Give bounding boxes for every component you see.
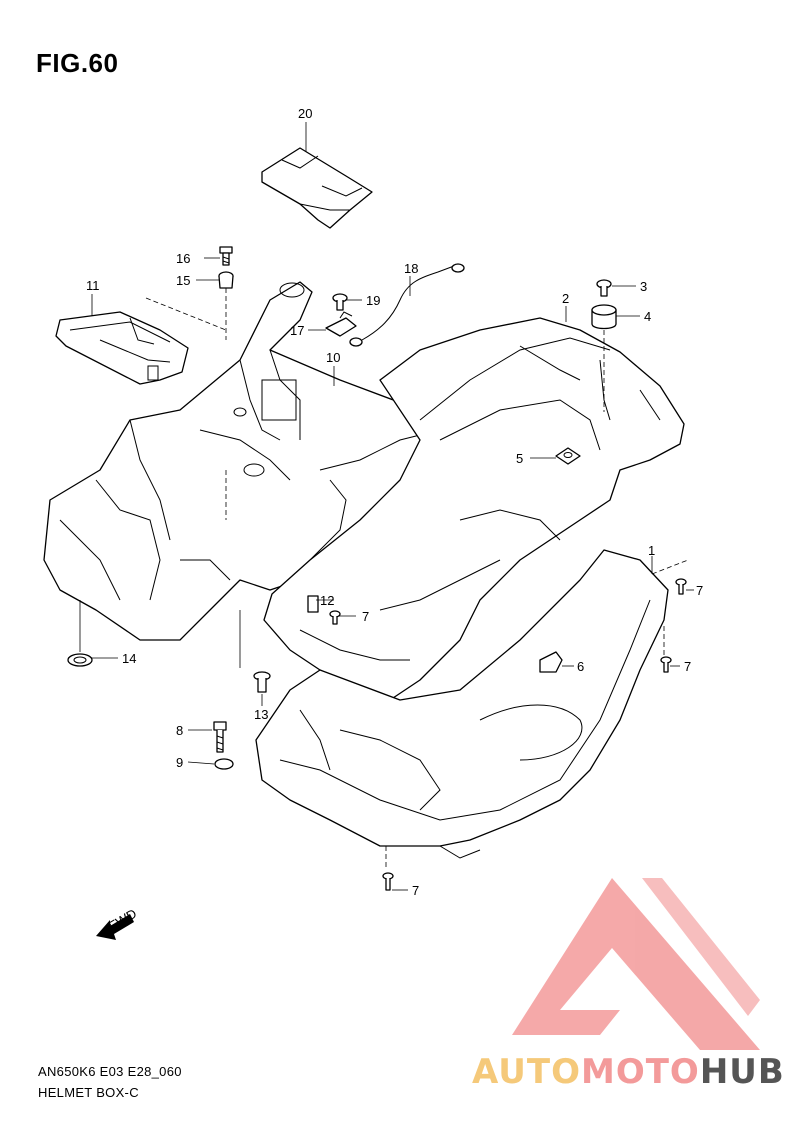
part-9-washer [214, 758, 234, 770]
part-13-bolt [253, 671, 271, 693]
callout-14: 14 [122, 651, 136, 666]
callout-4: 4 [644, 309, 651, 324]
callout-16: 16 [176, 251, 190, 266]
part-6-clip [539, 651, 563, 673]
callout-10: 10 [326, 350, 340, 365]
callout-19: 19 [366, 293, 380, 308]
part-4-cushion [591, 304, 617, 330]
watermark-part-2: MOTO [580, 1052, 700, 1092]
part-7-screw-c [660, 656, 672, 673]
fwd-label: FWD [106, 906, 139, 934]
callout-7-bottom: 7 [412, 883, 419, 898]
part-16-bolt [219, 246, 233, 266]
part-20-cover-plate [261, 147, 373, 229]
callout-11: 11 [86, 278, 100, 293]
callout-7-center: 7 [362, 609, 369, 624]
callout-8: 8 [176, 723, 183, 738]
part-1-helmet-box-lower [255, 549, 669, 859]
callout-17: 17 [290, 323, 304, 338]
part-12-nut [307, 595, 319, 613]
part-18-cable [349, 263, 465, 347]
watermark-part-3: HUB [699, 1052, 785, 1092]
part-2-helmet-box-upper [263, 317, 685, 701]
part-5-nut [555, 447, 581, 465]
part-3-screw [596, 279, 612, 297]
model-code: AN650K6 E03 E28_060 [38, 1064, 182, 1079]
callout-2: 2 [562, 291, 569, 306]
fwd-direction-arrow: FWD [96, 906, 139, 940]
leader-lines [79, 122, 694, 891]
callout-7-right-upper: 7 [696, 583, 703, 598]
callout-13: 13 [254, 707, 268, 722]
part-7-screw-b [329, 610, 341, 625]
part-15-grommet [218, 271, 234, 289]
figure-title: FIG.60 [36, 48, 119, 78]
part-7-screw-d [382, 872, 394, 891]
section-name: HELMET BOX-C [38, 1085, 139, 1100]
callout-20: 20 [298, 106, 312, 121]
part-14-grommet [67, 653, 93, 667]
watermark-text: AUTOMOTOHUB [472, 1052, 785, 1092]
callout-12: 12 [320, 593, 334, 608]
callout-1: 1 [648, 543, 655, 558]
part-19-screw [332, 293, 348, 311]
callout-6: 6 [577, 659, 584, 674]
callout-3: 3 [640, 279, 647, 294]
callout-9: 9 [176, 755, 183, 770]
part-11-bracket [55, 311, 189, 385]
callout-labels: 20 16 15 11 18 19 17 10 2 3 4 5 1 7 12 7… [86, 106, 703, 898]
part-7-screw-a [675, 578, 687, 595]
callout-5: 5 [516, 451, 523, 466]
callout-7-right-lower: 7 [684, 659, 691, 674]
callout-18: 18 [404, 261, 418, 276]
part-17-clip [325, 311, 357, 337]
watermark-logo-triangle [512, 878, 760, 1050]
callout-15: 15 [176, 273, 190, 288]
watermark-part-1: AUTO [472, 1052, 581, 1092]
part-8-bolt [213, 721, 227, 753]
